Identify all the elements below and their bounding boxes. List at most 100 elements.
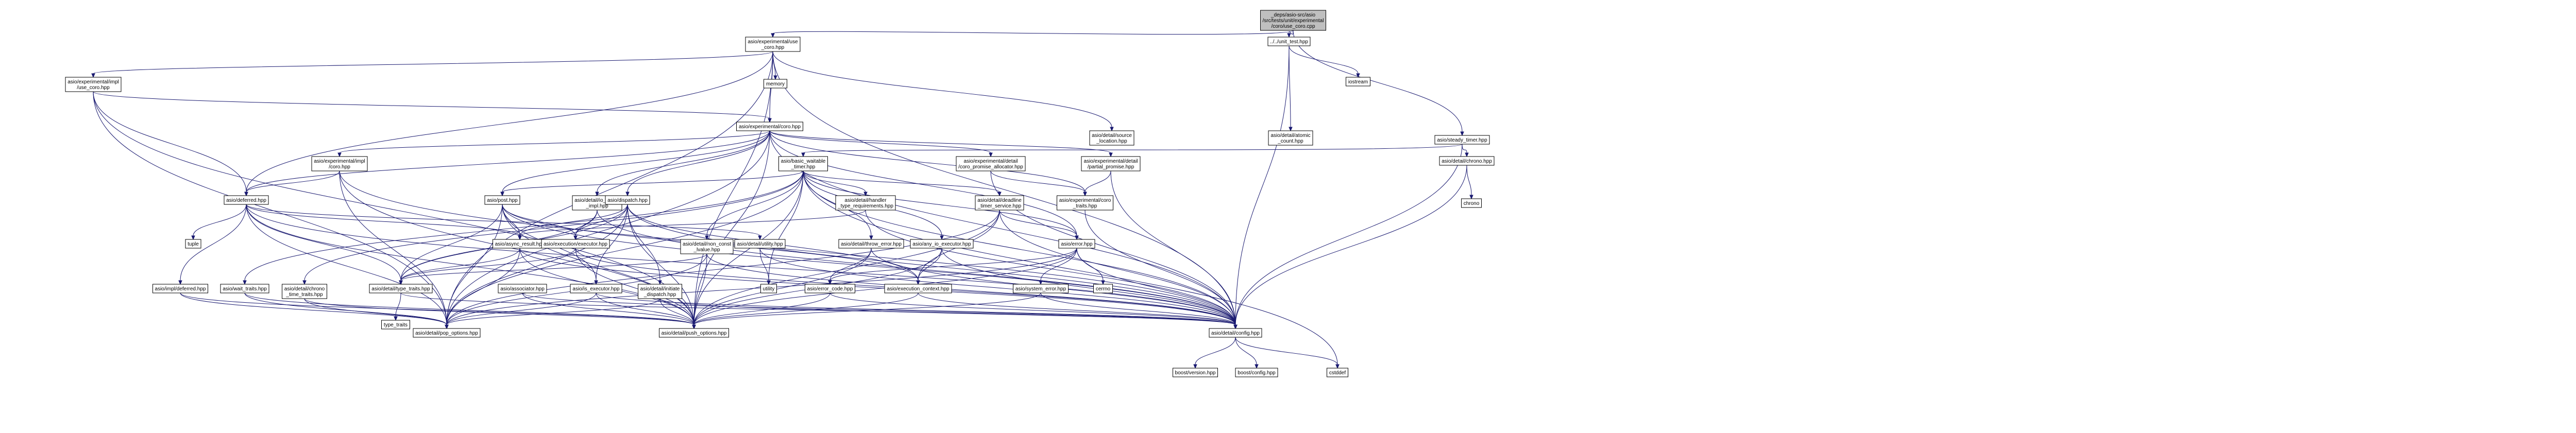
dependency-edge [627,130,770,193]
graph-node-chrono_time_traits[interactable]: asio/detail/chrono_time_traits.hpp [282,284,327,299]
graph-node-handler_type_req[interactable]: asio/detail/handler_type_requirements.hp… [835,195,896,211]
graph-node-non_const_lvalue[interactable]: asio/detail/non_const_lvalue.hpp [680,239,734,254]
node-label: asio/experimental/detail [1083,159,1138,164]
graph-node-execution_executor[interactable]: asio/execution/executor.hpp [541,239,610,249]
node-label: asio/detail/deadline [977,198,1022,203]
graph-node-async_result[interactable]: asio/async_result.hpp [493,239,547,249]
dependency-edge [1084,170,1111,193]
node-label: _lvalue.hpp [693,247,720,253]
graph-node-impl_use_coro[interactable]: asio/experimental/impl/use_coro.hpp [65,77,122,92]
graph-node-cstddef[interactable]: cstddef [1327,368,1348,377]
dependency-edge [446,298,660,325]
graph-node-impl_deferred[interactable]: asio/impl/deferred.hpp [152,284,208,293]
graph-node-utility[interactable]: utility [760,284,777,293]
dependency-edge [596,204,628,281]
graph-node-dispatch[interactable]: asio/dispatch.hpp [605,195,650,205]
dependency-edge [93,51,773,74]
graph-node-execution_context[interactable]: asio/execution_context.hpp [884,284,952,293]
node-label: asio/async_result.hpp [495,241,545,247]
graph-node-coro_traits[interactable]: asio/experimental/coro_traits.hpp [1057,195,1113,211]
dependency-edge [803,170,866,193]
graph-node-basic_waitable[interactable]: asio/basic_waitable_timer.hpp [778,156,828,171]
graph-node-source_location[interactable]: asio/detail/source_location.hpp [1089,130,1134,146]
graph-node-memory[interactable]: memory [764,79,787,89]
graph-node-post[interactable]: asio/post.hpp [484,195,520,205]
dependency-edge [918,248,942,281]
graph-node-deferred[interactable]: asio/deferred.hpp [224,195,269,205]
node-box [884,284,952,293]
node-box [1013,284,1069,293]
node-label: asio/detail/atomic [1270,133,1310,138]
graph-node-error[interactable]: asio/error.hpp [1058,239,1095,249]
edge-arrowhead [1465,152,1469,158]
node-box [1268,130,1313,146]
graph-node-wait_traits[interactable]: asio/wait_traits.hpp [220,284,269,293]
edge-arrowhead [394,316,398,321]
dependency-edge [1235,337,1257,365]
edge-arrowhead [1083,192,1087,197]
dependency-edge [246,204,401,281]
graph-node-type_traits[interactable]: type_traits [381,320,410,330]
graph-node-error_code[interactable]: asio/error_code.hpp [805,284,855,293]
dependency-edge [400,248,520,281]
dependency-edge [246,51,773,193]
graph-node-steady_timer[interactable]: asio/steady_timer.hpp [1434,135,1490,145]
dependency-edge [941,248,1236,325]
node-box [734,239,786,249]
graph-node-associator[interactable]: asio/associator.hpp [498,284,547,293]
edge-arrowhead [758,235,762,240]
node-label: asio/system_error.hpp [1015,286,1066,292]
graph-node-any_io_executor[interactable]: asio/any_io_executor.hpp [910,239,974,249]
graph-node-impl_coro[interactable]: asio/experimental/impl/coro.hpp [311,156,368,171]
dependency-edge [246,204,694,325]
node-label: _timer_service.hpp [977,203,1022,209]
graph-node-partial_promise[interactable]: asio/experimental/detail/partial_promise… [1081,156,1141,171]
dependency-edge [446,130,770,325]
graph-node-cerrno[interactable]: cerrno [1093,284,1113,293]
graph-node-detail_utility[interactable]: asio/detail/utility.hpp [734,239,786,249]
node-box [1346,77,1370,86]
graph-node-use_coro[interactable]: asio/experimental/use_coro.hpp [745,37,801,52]
node-label: asio/detail/throw_error.hpp [841,241,902,247]
graph-node-deadline_timer_service[interactable]: asio/detail/deadline_timer_service.hpp [975,195,1024,211]
graph-node-throw_error[interactable]: asio/detail/throw_error.hpp [838,239,904,249]
edges-layer [91,30,1473,369]
dependency-edge [244,170,804,281]
graph-node-coro[interactable]: asio/experimental/coro.hpp [736,122,803,131]
dependency-edge [446,204,503,325]
node-label: asio/detail/chrono [284,286,325,292]
graph-node-push_options[interactable]: asio/detail/push_options.hpp [659,328,729,338]
graph-node-config[interactable]: asio/detail/config.hpp [1209,328,1262,338]
graph-node-atomic_count[interactable]: asio/detail/atomic_count.hpp [1268,130,1313,146]
dependency-edge [999,210,1236,325]
dependency-edge [769,130,1086,193]
graph-node-boost_version[interactable]: boost/version.hpp [1173,368,1218,377]
edge-arrowhead [191,235,195,240]
dependency-edge [769,130,991,153]
node-label: asio/execution/executor.hpp [544,241,607,247]
dependency-edge [693,248,872,325]
dependency-edge [1076,248,1236,325]
graph-node-chrono_std[interactable]: chrono [1461,198,1482,208]
node-label: asio/error_code.hpp [807,286,853,292]
dependency-edge [990,170,1086,193]
graph-node-root[interactable]: _deps/asio-src/asio/src/tests/unit/exper… [1260,10,1326,31]
graph-node-system_error[interactable]: asio/system_error.hpp [1013,284,1069,293]
graph-node-initiate_dispatch[interactable]: asio/detail/initiate_dispatch.hpp [638,284,682,299]
dependency-edge [772,51,1112,128]
graph-node-boost_config[interactable]: boost/config.hpp [1235,368,1278,377]
edge-arrowhead [989,152,993,158]
dependency-edge [446,248,520,325]
graph-node-iostream[interactable]: iostream [1346,77,1370,86]
graph-node-tuple[interactable]: tuple [185,239,201,249]
edge-arrowhead [91,73,95,78]
graph-node-unit_test[interactable]: ../../unit_test.hpp [1267,37,1311,46]
graph-node-type_traits_detail[interactable]: asio/detail/type_traits.hpp [369,284,433,293]
graph-node-is_executor[interactable]: asio/is_executor.hpp [570,284,622,293]
dependency-edge [597,210,1236,325]
graph-node-pop_options[interactable]: asio/detail/pop_options.hpp [413,328,481,338]
graph-node-chrono[interactable]: asio/detail/chrono.hpp [1439,156,1495,166]
dependency-edge [180,292,447,325]
graph-node-coro_promise_alloc[interactable]: asio/experimental/detail/coro_promise_al… [956,156,1026,171]
node-label: chrono [1464,201,1480,206]
